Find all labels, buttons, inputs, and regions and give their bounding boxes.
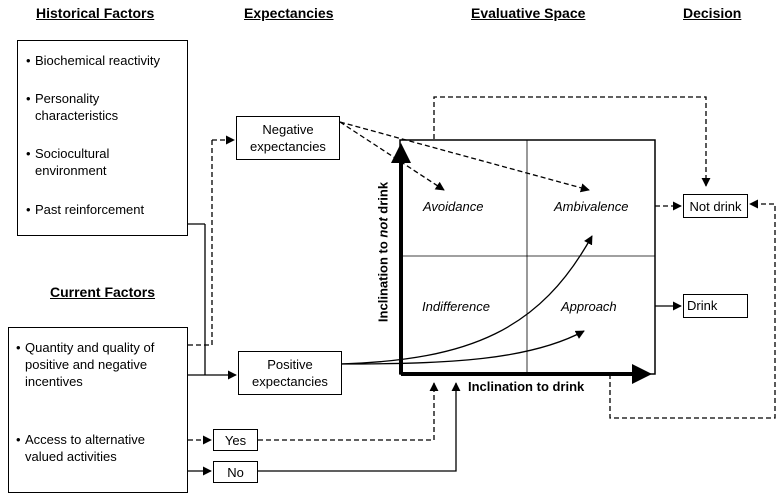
drink-box: Drink xyxy=(683,294,748,318)
x-axis-label: Inclination to drink xyxy=(468,379,585,394)
y-axis-label-prefix: Inclination to xyxy=(375,237,391,323)
no-box: No xyxy=(213,461,258,483)
bullet-marker: • xyxy=(26,91,31,106)
historical-factors-box xyxy=(17,40,188,236)
bullet-marker: • xyxy=(26,146,31,161)
bullet-marker: • xyxy=(26,53,31,68)
yes-box: Yes xyxy=(213,429,258,451)
current-factor-label: Access to alternative valued activities xyxy=(25,432,145,464)
historical-factor-label: Sociocultural environment xyxy=(35,146,110,178)
quadrant-indifference: Indifference xyxy=(422,299,490,314)
current-factor-label: Quantity and quality of positive and neg… xyxy=(25,340,155,389)
historical-factor-label: Personality characteristics xyxy=(35,91,119,123)
quadrant-ambivalence: Ambivalence xyxy=(554,199,629,214)
historical-factor-item: • Past reinforcement xyxy=(26,201,184,218)
positive-expectancies-box: Positive expectancies xyxy=(238,351,342,395)
historical-factor-label: Past reinforcement xyxy=(35,202,145,217)
positive-expectancies-label: Positive expectancies xyxy=(252,357,328,389)
dashed-bottom-loop-to-not-drink xyxy=(609,199,776,419)
header-expectancies: Expectancies xyxy=(244,5,334,21)
curve-to-approach xyxy=(339,330,585,365)
current-factors-box xyxy=(8,327,188,493)
dashed-top-loop-to-not-drink xyxy=(433,96,711,187)
bullet-marker: • xyxy=(26,202,31,217)
quadrant-avoidance: Avoidance xyxy=(423,199,484,214)
current-factor-item: • Quantity and quality of positive and n… xyxy=(16,339,166,390)
y-axis-label: Inclination to not drink xyxy=(376,182,391,322)
historical-factor-label: Biochemical reactivity xyxy=(35,53,160,68)
y-axis-label-italic: not xyxy=(375,217,391,238)
dashed-yes-to-space xyxy=(258,382,439,441)
bullet-marker: • xyxy=(16,340,21,355)
historical-factor-item: • Sociocultural environment xyxy=(26,145,156,179)
header-current-factors: Current Factors xyxy=(50,284,156,300)
header-decision: Decision xyxy=(683,5,742,21)
dashed-arrow-to-avoidance xyxy=(339,121,445,191)
no-label: No xyxy=(227,464,244,480)
dashed-arrow-to-ambivalence xyxy=(339,121,590,193)
quadrant-approach: Approach xyxy=(561,299,617,314)
header-evaluative-space: Evaluative Space xyxy=(471,5,586,21)
no-to-space xyxy=(258,382,461,472)
bullet-marker: • xyxy=(16,432,21,447)
negative-expectancies-box: Negative expectancies xyxy=(236,116,340,160)
curve-to-ambivalence xyxy=(339,235,593,365)
evaluative-space-frame xyxy=(399,139,656,375)
historical-factor-item: • Personality characteristics xyxy=(26,90,156,124)
drink-label: Drink xyxy=(687,298,718,313)
negative-expectancies-label: Negative expectancies xyxy=(250,122,326,154)
historical-factor-item: • Biochemical reactivity xyxy=(26,52,184,69)
yes-label: Yes xyxy=(224,432,247,448)
not-drink-label: Not drink xyxy=(689,198,742,214)
current-factor-item: • Access to alternative valued activitie… xyxy=(16,431,166,465)
not-drink-box: Not drink xyxy=(683,194,748,218)
header-historical-factors: Historical Factors xyxy=(36,5,155,21)
y-axis-label-suffix: drink xyxy=(375,181,391,218)
